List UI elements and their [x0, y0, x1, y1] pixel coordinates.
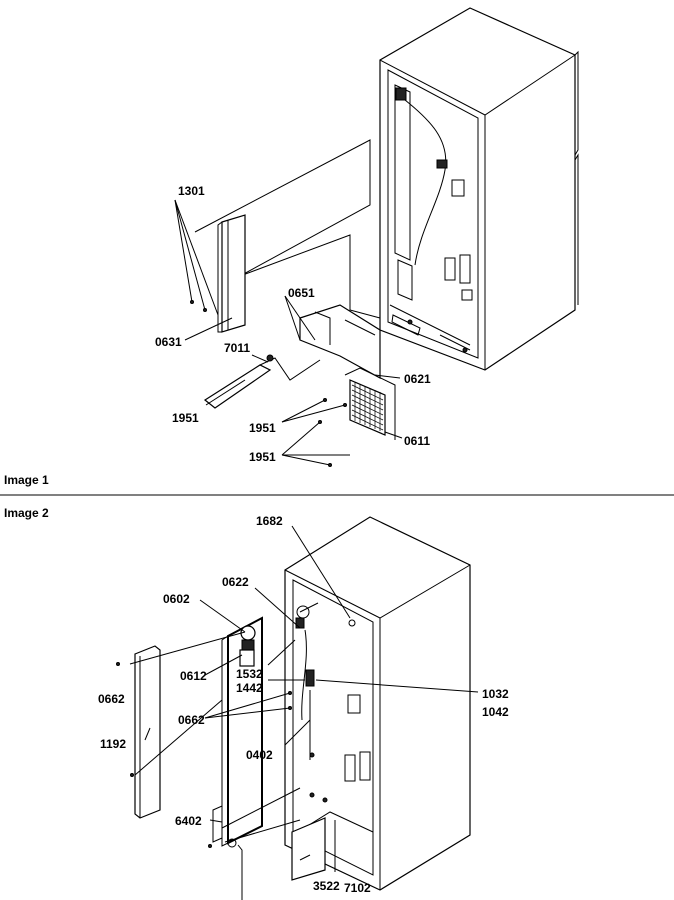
callout-0622: 0622 [222, 575, 249, 589]
callout-0621: 0621 [404, 372, 431, 386]
callout-0651: 0651 [288, 286, 315, 300]
callout-0611: 0611 [404, 434, 430, 448]
callout-0602: 0602 [163, 592, 190, 606]
image1-drawing [174, 7, 579, 467]
callout-0662-a: 0662 [98, 692, 125, 706]
callout-0402: 0402 [246, 748, 273, 762]
callout-1032: 1032 [482, 687, 509, 701]
callout-1301: 1301 [178, 184, 205, 198]
callout-1042: 1042 [482, 705, 509, 719]
image2-drawing [116, 516, 479, 900]
image1-caption: Image 1 [4, 473, 49, 487]
callout-1442: 1442 [236, 681, 263, 695]
callout-0631: 0631 [155, 335, 182, 349]
callout-7102: 7102 [344, 881, 371, 895]
callout-1532: 1532 [236, 667, 263, 681]
callout-7011: 7011 [224, 341, 250, 355]
image2-caption: Image 2 [4, 506, 49, 520]
callout-3522: 3522 [313, 879, 340, 893]
callout-1682: 1682 [256, 514, 283, 528]
callout-1951-a: 1951 [172, 411, 199, 425]
callout-0612: 0612 [180, 669, 207, 683]
callout-1951-b: 1951 [249, 421, 276, 435]
callout-1192: 1192 [100, 737, 126, 751]
callout-6402: 6402 [175, 814, 202, 828]
callout-1951-c: 1951 [249, 450, 276, 464]
callout-0662-b: 0662 [178, 713, 205, 727]
